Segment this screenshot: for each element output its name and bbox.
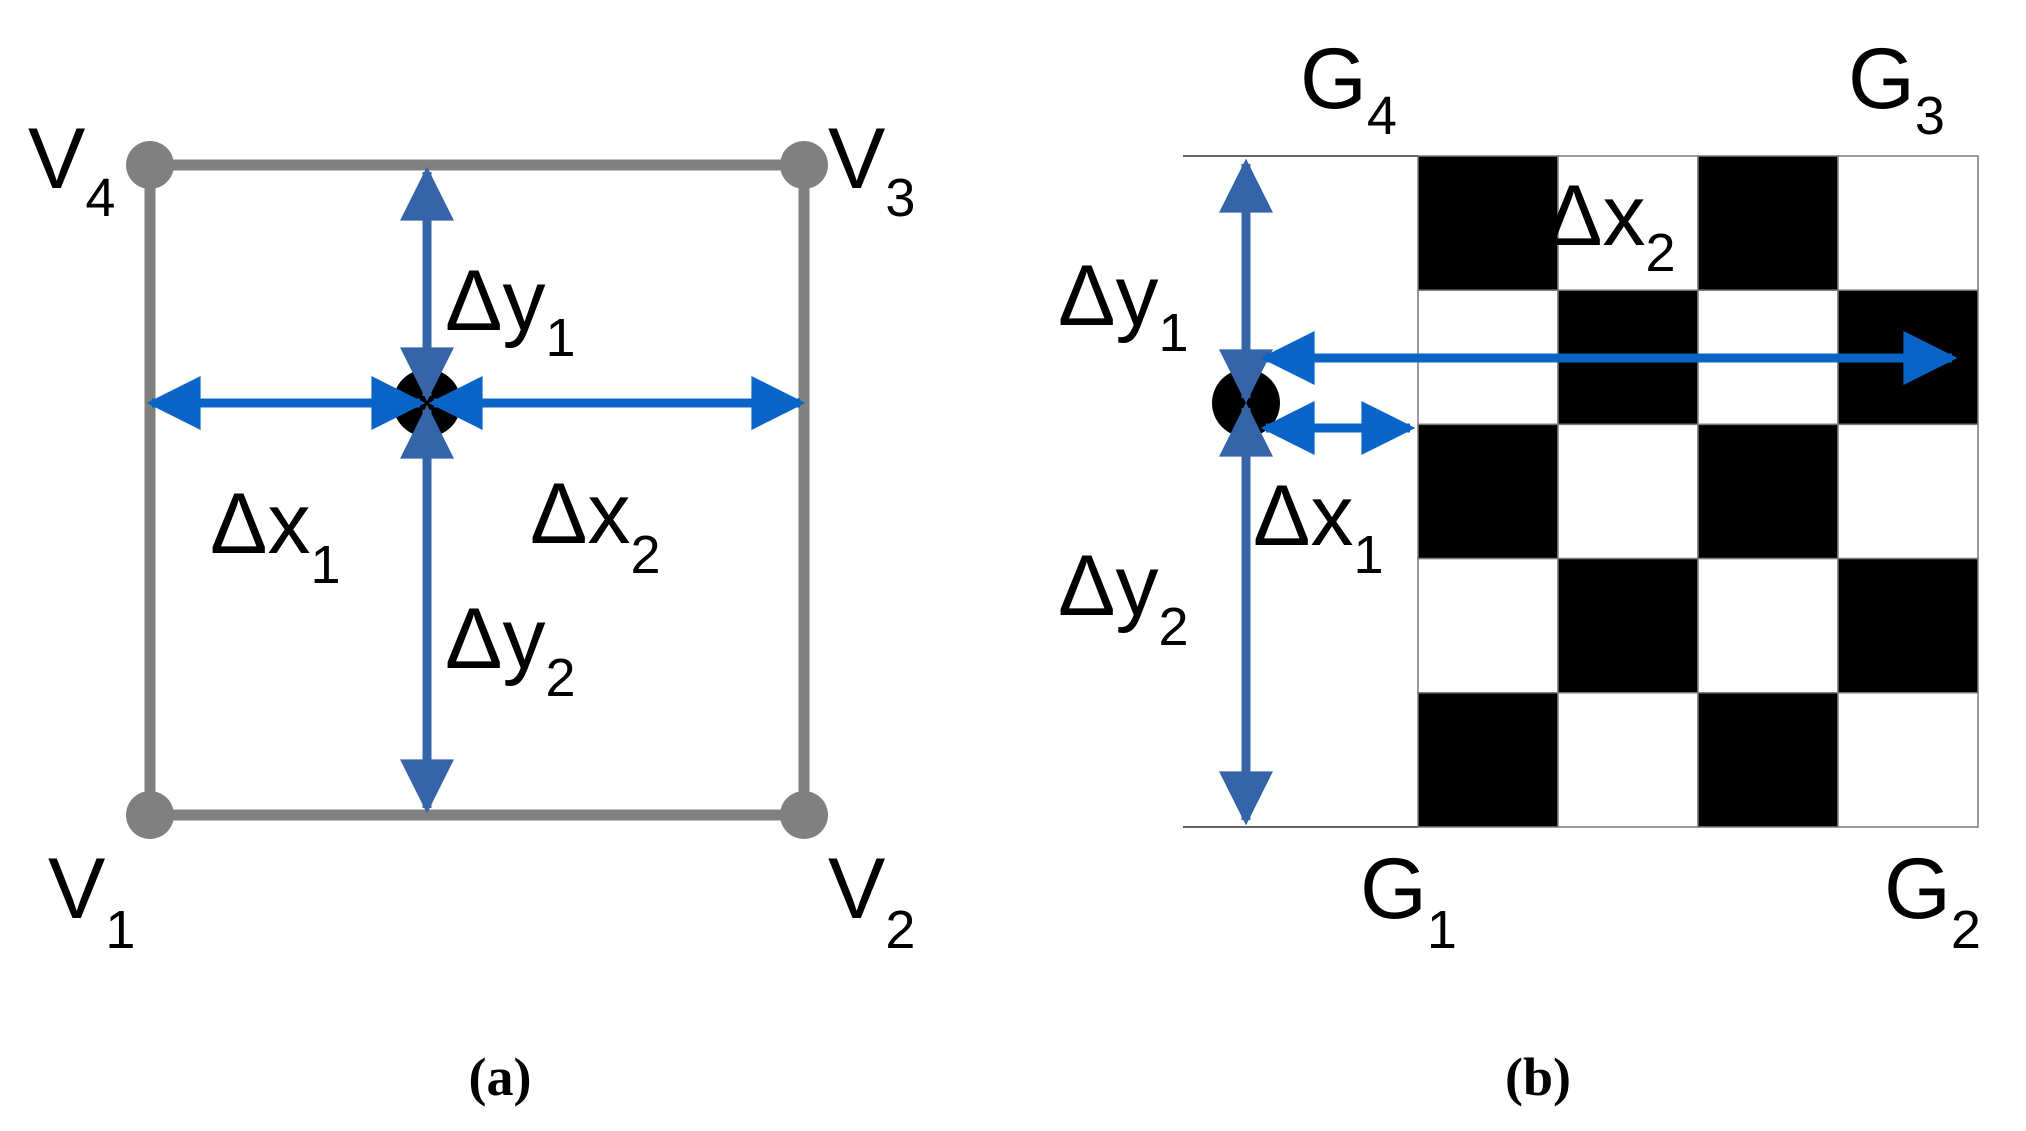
caption-b: (b) [1505, 1047, 1571, 1107]
panel-a-square [144, 159, 810, 821]
vertex-v2-dot [780, 791, 828, 839]
checker-cell [1417, 155, 1559, 291]
label-b-dx2: Δx2 [1545, 168, 1676, 283]
checker-cell [1837, 692, 1979, 828]
checker-cell [1697, 423, 1839, 560]
label-b-dx1: Δx1 [1253, 468, 1384, 585]
label-g4: G4 [1300, 31, 1397, 146]
label-dy2: Δy2 [445, 591, 576, 708]
checker-cell [1837, 423, 1979, 560]
label-v3: V3 [828, 111, 915, 228]
checker-cell [1557, 557, 1699, 694]
label-dx2: Δx2 [530, 466, 661, 585]
label-g1: G1 [1360, 841, 1457, 960]
label-g2: G2 [1884, 841, 1981, 960]
vertex-v1-dot [126, 791, 174, 839]
checker-cell [1837, 155, 1979, 291]
label-v4: V4 [28, 111, 115, 228]
label-b-dy2: Δy2 [1058, 538, 1189, 657]
label-v2: V2 [828, 841, 915, 960]
vertex-v4-dot [126, 141, 174, 189]
panel-a: V4 V3 V1 V2 Δy1 Δx1 Δx2 Δy2 (a) [28, 111, 915, 1107]
checker-cell [1697, 557, 1839, 694]
checkerboard [1417, 155, 1979, 828]
label-v1: V1 [48, 841, 135, 960]
checker-cell [1697, 692, 1839, 828]
vertex-v3-dot [780, 141, 828, 189]
label-g3: G3 [1848, 31, 1945, 146]
checker-cell [1557, 692, 1699, 828]
checker-cell [1837, 557, 1979, 694]
label-b-dy1: Δy1 [1058, 248, 1189, 363]
panel-b: G4 G3 G1 G2 Δx2 Δy1 Δx1 Δy2 (b) [1058, 31, 1981, 1107]
checker-cell [1417, 423, 1559, 560]
checker-cell [1417, 557, 1559, 694]
caption-a: (a) [469, 1047, 532, 1107]
checker-cell [1557, 423, 1699, 560]
checker-cell [1417, 692, 1559, 828]
checker-cell [1697, 155, 1839, 291]
label-dx1: Δx1 [210, 476, 341, 595]
label-dy1: Δy1 [445, 253, 576, 368]
